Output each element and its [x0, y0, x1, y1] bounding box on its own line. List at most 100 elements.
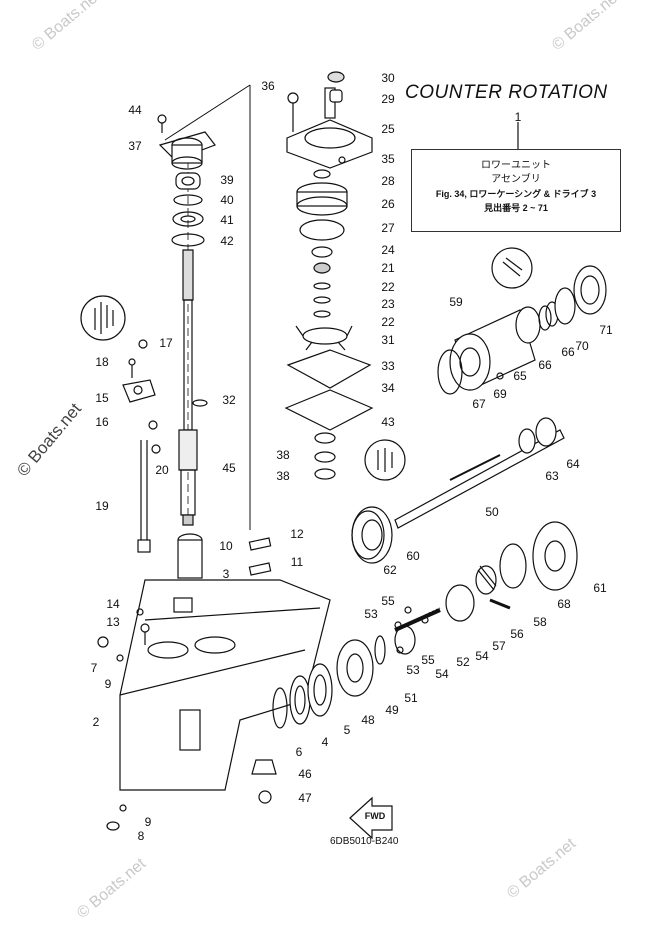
washer-22b	[313, 310, 331, 318]
detail-bubble-right	[491, 247, 533, 289]
callout-3: 3	[222, 567, 230, 581]
nut-47	[258, 790, 272, 804]
pin-69	[496, 372, 504, 380]
callout-62: 62	[383, 563, 397, 577]
bearing-63	[518, 428, 536, 454]
ball-53a	[394, 621, 402, 629]
grommet-30	[327, 71, 345, 83]
callout-26: 26	[381, 197, 395, 211]
seal-24	[311, 246, 333, 258]
callout-49: 49	[385, 703, 399, 717]
bearing-64	[535, 417, 557, 447]
ref-line-3: Fig. 34, ロワーケーシング & ドライブ 3	[435, 189, 597, 199]
seal-38b	[314, 468, 336, 480]
ref-line-4: 見出番号 2 ~ 71	[484, 203, 548, 213]
callout-44: 44	[128, 103, 142, 117]
callout-66b: 66	[561, 345, 575, 359]
shim-62	[351, 510, 385, 560]
callout-43: 43	[381, 415, 395, 429]
shift-rod-bracket-15	[122, 379, 156, 403]
dowel-35	[338, 156, 346, 164]
callout-19: 19	[95, 499, 109, 513]
pin-56	[489, 598, 511, 610]
callout-11: 11	[290, 555, 304, 569]
callout-7: 7	[90, 661, 98, 675]
callout-32: 32	[222, 393, 236, 407]
callout-15: 15	[95, 391, 109, 405]
callout-50: 50	[485, 505, 499, 519]
callout-61: 61	[593, 581, 607, 595]
grommet-29	[329, 89, 343, 103]
ref-line-1: ロワーユニット	[481, 160, 551, 171]
plug-20	[151, 444, 161, 454]
driveshaft-45	[178, 249, 198, 526]
callout-18: 18	[95, 355, 109, 369]
callout-34: 34	[381, 381, 395, 395]
bearing-4	[289, 675, 311, 725]
bearing-39	[175, 172, 201, 190]
gasket-34	[284, 389, 374, 431]
callout-71: 71	[599, 323, 613, 337]
callout-40: 40	[220, 193, 234, 207]
callout-14: 14	[106, 597, 120, 611]
callout-8: 8	[137, 829, 145, 843]
spring-54	[424, 607, 441, 616]
plug-8	[106, 821, 120, 831]
driveshaft-housing-outline	[164, 84, 251, 530]
callout-16: 16	[95, 415, 109, 429]
callout-36: 36	[261, 79, 275, 93]
shim-6	[272, 687, 288, 729]
pump-insert-26	[296, 182, 348, 216]
washer-22a	[313, 282, 331, 290]
callout-47: 47	[298, 791, 312, 805]
shim-49	[374, 635, 386, 665]
callout-64: 64	[566, 457, 580, 471]
seal-41	[172, 211, 204, 227]
impeller-31	[295, 325, 353, 351]
fwd-arrow	[349, 796, 393, 840]
o-ring-67	[437, 349, 463, 395]
callout-38a: 38	[276, 448, 290, 462]
pinion-46	[251, 759, 277, 775]
gear-57	[445, 584, 475, 622]
callout-53a: 53	[364, 607, 378, 621]
pin-17	[138, 339, 148, 349]
ref-line-2: アセンブリ	[491, 174, 541, 185]
bearing-housing-37	[158, 131, 216, 170]
callout-4: 4	[321, 735, 329, 749]
bushing-3	[173, 597, 193, 613]
bearing-5	[307, 663, 333, 717]
callout-54b: 54	[475, 649, 489, 663]
screw-7	[97, 636, 109, 648]
ball-53b	[396, 646, 404, 654]
callout-63: 63	[545, 469, 559, 483]
callout-70: 70	[575, 339, 589, 353]
bolt-18	[128, 358, 136, 378]
callout-21: 21	[381, 261, 395, 275]
detail-bubble-middle	[364, 439, 406, 481]
o-ring-28	[313, 169, 331, 179]
callout-56: 56	[510, 627, 524, 641]
callout-33: 33	[381, 359, 395, 373]
callout-59: 59	[449, 295, 463, 309]
pin-32	[192, 399, 208, 407]
key-21	[313, 262, 331, 274]
gear-61	[532, 521, 578, 591]
bolt-13	[140, 623, 150, 645]
propeller-shaft-50	[394, 429, 565, 529]
callout-52: 52	[456, 655, 470, 669]
callout-22b: 22	[381, 315, 395, 329]
callout-23: 23	[381, 297, 395, 311]
water-pump-housing-25	[286, 87, 373, 169]
callout-2: 2	[92, 715, 100, 729]
callout-22a: 22	[381, 280, 395, 294]
callout-ref: 1	[514, 110, 522, 124]
shift-rod-19	[137, 440, 151, 553]
diagram-code: 6DB5010-B240	[330, 836, 399, 847]
washer-23	[313, 296, 331, 304]
shift-plunger-52	[394, 608, 441, 632]
gear-48	[336, 639, 374, 697]
callout-39: 39	[220, 173, 234, 187]
callout-6: 6	[295, 745, 303, 759]
